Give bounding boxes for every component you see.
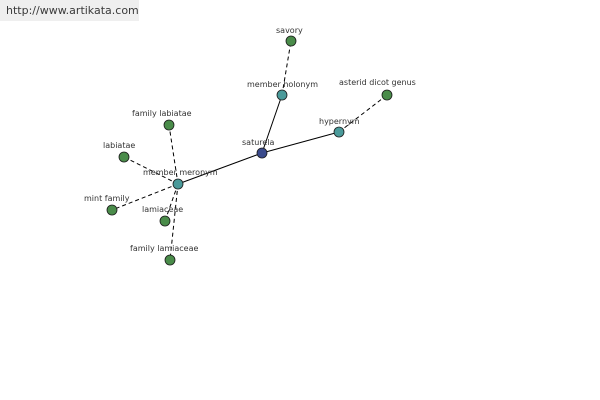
node-label: saturela (242, 138, 275, 147)
source-url-link[interactable]: http://www.artikata.com (0, 0, 139, 21)
relation-node-circle[interactable] (172, 178, 184, 190)
node-labiatae[interactable]: labiatae (103, 141, 135, 163)
node-label: lamiaceae (142, 205, 183, 214)
leaf-node-circle[interactable] (163, 119, 175, 131)
edge-asterid-dicot-genus (338, 94, 388, 133)
edge-family-lamiaceae (169, 183, 179, 261)
edge-savory (281, 40, 292, 96)
node-family-labiatae[interactable]: family labiatae (132, 109, 192, 131)
node-label: hypernym (319, 117, 360, 126)
relation-node-circle[interactable] (276, 89, 288, 101)
edge-lamiaceae (164, 183, 179, 222)
edge-labiatae (123, 156, 179, 185)
node-asterid-dicot-genus[interactable]: asterid dicot genus (339, 78, 416, 101)
leaf-node-circle[interactable] (106, 204, 118, 216)
node-member-holonym[interactable]: member holonym (247, 80, 318, 101)
node-label: member meronym (143, 168, 218, 177)
node-family-lamiaceae[interactable]: family lamiaceae (130, 244, 199, 266)
leaf-node-circle[interactable] (164, 254, 176, 266)
node-savory[interactable]: savory (276, 26, 303, 47)
leaf-node-circle[interactable] (285, 35, 297, 47)
edge-family-labiatae (168, 124, 179, 185)
node-hypernym[interactable]: hypernym (319, 117, 360, 138)
center-node-circle[interactable] (256, 147, 268, 159)
node-lamiaceae[interactable]: lamiaceae (142, 205, 183, 227)
node-label: savory (276, 26, 303, 35)
edge-hypernym (261, 131, 340, 154)
edge-member-meronym (177, 152, 263, 185)
leaf-node-circle[interactable] (118, 151, 130, 163)
node-label: mint family (84, 194, 130, 203)
graph-edges (111, 40, 388, 261)
node-saturela[interactable]: saturela (242, 138, 275, 159)
relation-node-circle[interactable] (333, 126, 345, 138)
node-label: asterid dicot genus (339, 78, 416, 87)
edge-mint-family (111, 183, 179, 211)
node-member-meronym[interactable]: member meronym (143, 168, 218, 190)
node-label: family lamiaceae (130, 244, 199, 253)
node-label: family labiatae (132, 109, 192, 118)
edge-member-holonym (261, 94, 283, 154)
graph-nodes: savory asterid dicot genus family labiatae… (84, 26, 416, 266)
leaf-node-circle[interactable] (381, 89, 393, 101)
node-label: member holonym (247, 80, 318, 89)
node-mint-family[interactable]: mint family (84, 194, 130, 216)
leaf-node-circle[interactable] (159, 215, 171, 227)
node-label: labiatae (103, 141, 135, 150)
